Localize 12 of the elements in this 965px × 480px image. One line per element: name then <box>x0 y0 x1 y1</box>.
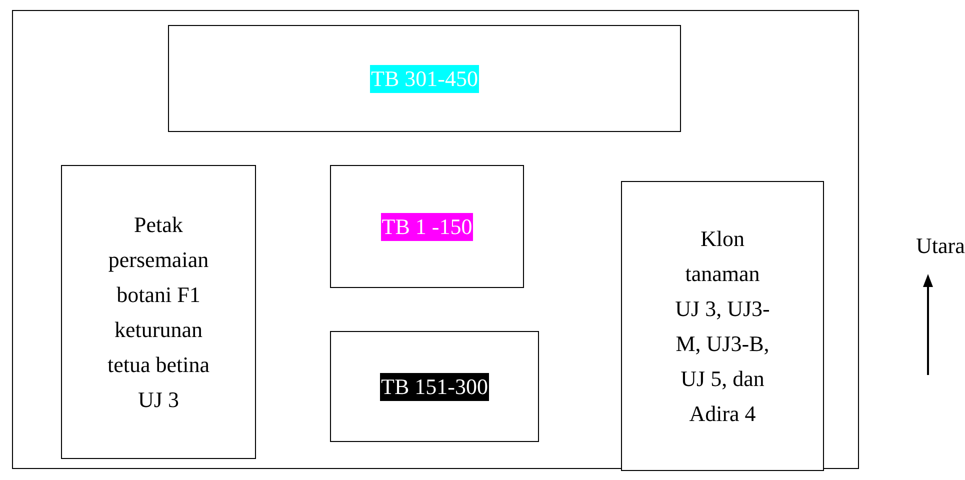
plot-label: Klon tanaman UJ 3, UJ3-M, UJ3-B, UJ 5, dan Adira 4 <box>674 225 770 428</box>
plot-box <box>168 25 681 132</box>
compass-label: Utara <box>916 233 965 259</box>
plot-label: TB 1 -150 <box>380 212 474 240</box>
plot-label: Petak persemaian botani F1 keturunan tetua betina UJ 3 <box>106 211 210 414</box>
site-boundary-box <box>12 10 859 469</box>
plot-label: TB 151-300 <box>380 372 489 400</box>
plot-box <box>621 181 824 471</box>
plot-label: TB 301-450 <box>370 64 479 92</box>
plot-box <box>330 165 524 288</box>
plot-box <box>330 331 539 442</box>
plot-box <box>61 165 256 459</box>
